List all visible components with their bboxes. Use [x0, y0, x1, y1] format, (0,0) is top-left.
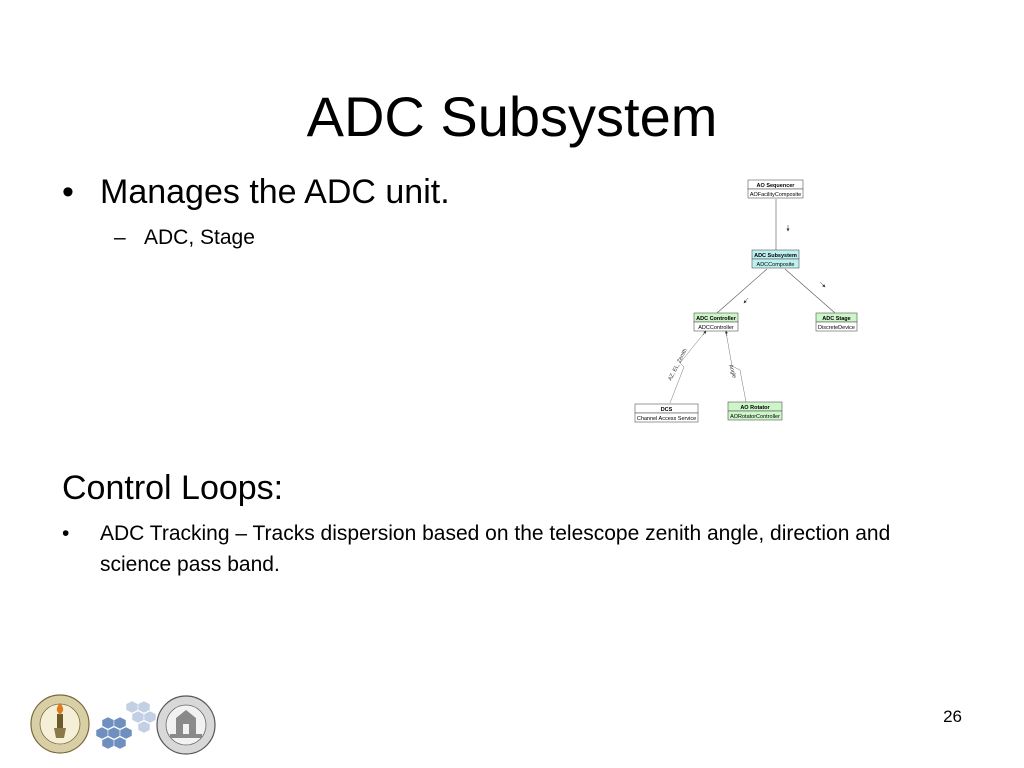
node-class: AORotatorController	[730, 414, 780, 420]
caltech-seal-logo	[30, 694, 90, 754]
node-ao-rotator: AO Rotator AORotatorController	[727, 401, 783, 421]
node-class: Channel Access Service	[637, 416, 696, 422]
node-class: ADCComposite	[757, 262, 795, 268]
arrowheads	[702, 225, 826, 337]
page-number: 26	[943, 707, 962, 726]
node-class: DiscreteDevice	[818, 325, 855, 331]
node-adc-controller: ADC Controller ADCController	[693, 312, 739, 332]
node-adc-stage: ADC Stage DiscreteDevice	[815, 312, 858, 332]
node-name: ADC Controller	[696, 316, 737, 322]
node-class: ADCController	[698, 325, 734, 331]
node-name: AO Sequencer	[757, 183, 796, 189]
node-dcs: DCS Channel Access Service	[634, 403, 699, 423]
node-name: ADC Subsystem	[754, 253, 797, 259]
edge-label-angle: Angle	[727, 364, 737, 379]
uc-seal-logo	[156, 695, 216, 755]
edge-rotator-controller	[725, 331, 747, 403]
adc-architecture-diagram: AZ, EL, Zenith Angle AO Sequencer AOFaci…	[620, 170, 880, 440]
edge-subsystem-stage	[784, 268, 836, 314]
edge-dcs-controller	[669, 331, 706, 404]
section-heading-control-loops: Control Loops:	[62, 469, 284, 507]
sub-bullet-text: ADC, Stage	[144, 226, 255, 249]
arrow-up-icon	[702, 330, 707, 336]
slide-title: ADC Subsystem	[306, 85, 718, 148]
node-adc-subsystem: ADC Subsystem ADCComposite	[751, 249, 800, 269]
arrow-up-icon	[725, 330, 728, 337]
sub-bullet-adc-stage: –ADC, Stage	[114, 224, 255, 252]
bullet-text: Manages the ADC unit.	[100, 173, 450, 211]
node-name: ADC Stage	[822, 316, 850, 322]
institution-logos	[30, 692, 220, 756]
connector-lines	[669, 199, 836, 404]
dash-glyph: –	[114, 226, 126, 249]
segmented-mirror-icon	[95, 700, 157, 750]
node-name: DCS	[661, 407, 673, 413]
bullet-text: ADC Tracking – Tracks dispersion based o…	[100, 522, 891, 576]
bullet-glyph: •	[62, 522, 70, 545]
node-name: AO Rotator	[740, 405, 770, 411]
node-class: AOFacilityComposite	[750, 192, 801, 198]
bullet-adc-tracking: • ADC Tracking – Tracks dispersion based…	[62, 518, 942, 580]
edge-subsystem-controller	[716, 268, 768, 314]
bullet-glyph: •	[62, 173, 74, 211]
arrow-down-right-icon	[819, 281, 826, 288]
arrow-down-left-icon	[743, 297, 749, 304]
edge-label-az-el-zenith: AZ, EL, Zenith	[667, 348, 688, 382]
node-ao-sequencer: AO Sequencer AOFacilityComposite	[747, 179, 804, 199]
bullet-manages-adc: • Manages the ADC unit.	[62, 170, 450, 214]
